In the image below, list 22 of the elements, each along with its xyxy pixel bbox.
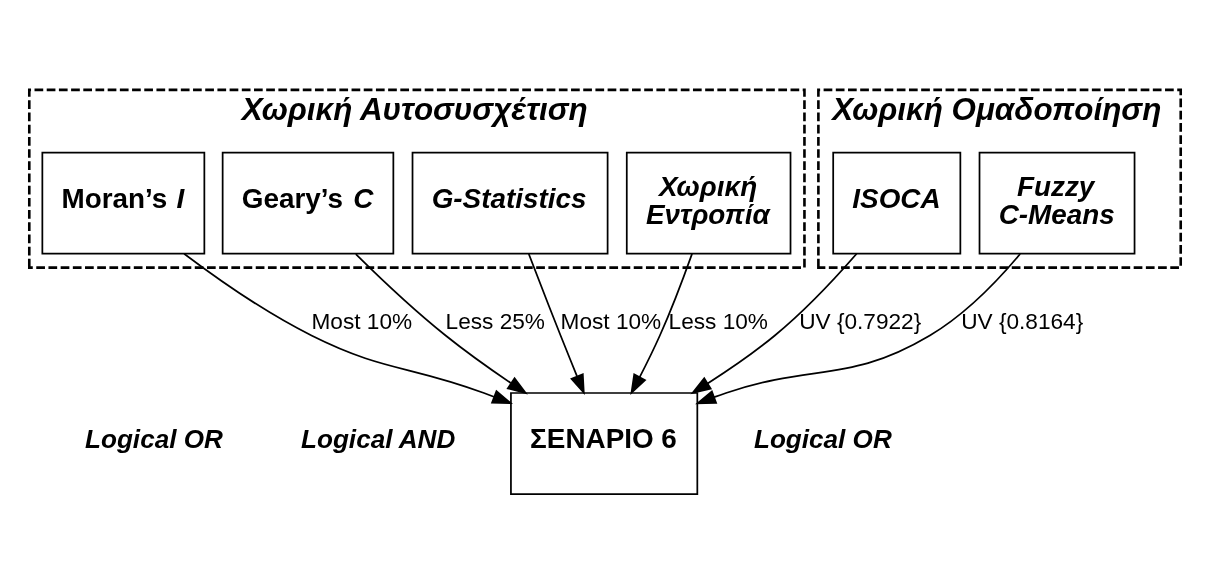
arrow — [355, 253, 528, 395]
edge-label: Less 10% — [668, 309, 768, 335]
node-box: ISOCA — [832, 151, 962, 255]
label: Logical OR — [753, 423, 892, 454]
node-box: ΣΕΝΑΡΙΟ 6 — [510, 392, 699, 495]
label: Logical OR — [85, 423, 223, 454]
edge-label: UV {0.7922} — [799, 309, 922, 335]
arrow — [630, 253, 693, 396]
arrow — [527, 253, 585, 396]
label: Logical AND — [301, 423, 456, 454]
arrow — [183, 252, 513, 405]
node-box: Geary’s C — [221, 151, 395, 255]
edge-label: Most 10% — [560, 309, 662, 335]
node-box: Moran’s I — [41, 151, 206, 255]
node-box: Χωρική Εντροπία — [625, 151, 792, 255]
node-box: G-Statistics — [411, 151, 609, 255]
edge-label: Most 10% — [311, 309, 413, 335]
arrow — [690, 252, 858, 395]
node-box: Fuzzy C-Means — [978, 151, 1136, 255]
edge-label: UV {0.8164} — [961, 309, 1084, 335]
edge-label: Less 25% — [445, 309, 545, 335]
arrow — [695, 253, 1021, 405]
